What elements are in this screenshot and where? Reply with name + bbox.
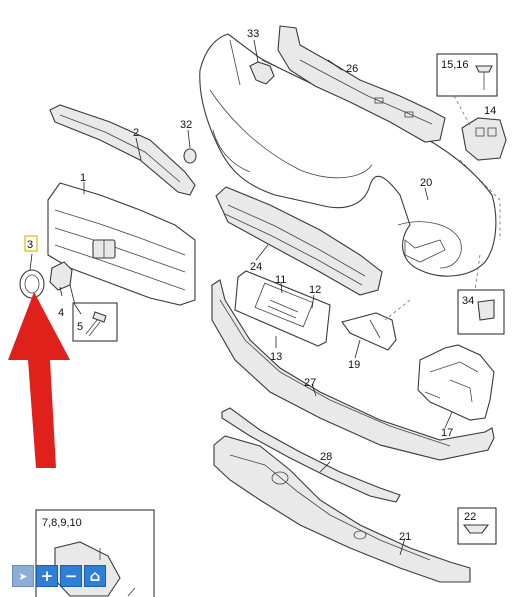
callout-5: 5 [77, 321, 83, 333]
emblem-clip-part [49, 261, 73, 291]
callout-13: 13 [270, 351, 282, 363]
emblem-part [19, 269, 45, 299]
cursor-icon: ➤ [18, 569, 28, 583]
callout-27: 27 [304, 377, 316, 389]
callout-21: 21 [399, 531, 411, 543]
zoom-in-button[interactable]: + [36, 565, 58, 587]
home-button[interactable]: ⌂ [84, 565, 106, 587]
front-grille-part [47, 182, 196, 306]
lower-trim-strip-part [221, 407, 401, 503]
callout-20: 20 [420, 177, 432, 189]
callout-3: 3 [27, 239, 33, 251]
zoom-out-button[interactable]: − [60, 565, 82, 587]
fastener-box [436, 53, 498, 97]
callout-34: 34 [462, 295, 474, 307]
upper-trim-strip-part [49, 104, 196, 196]
callout-3-highlight [24, 235, 38, 252]
lower-spoiler-part [211, 279, 495, 461]
plus-icon: + [40, 567, 54, 585]
lower-grille-part [215, 186, 383, 296]
callout-32: 32 [180, 119, 192, 131]
callout-33: 33 [247, 28, 259, 40]
clip-box [457, 507, 497, 545]
home-icon: ⌂ [89, 567, 101, 585]
minus-icon: − [64, 567, 78, 585]
viewer-toolbar: ➤ + − ⌂ [12, 565, 106, 587]
side-bracket-part [341, 312, 397, 351]
callout-11: 11 [275, 274, 286, 286]
callout-15-16: 15,16 [441, 59, 469, 71]
grommet-part [183, 148, 197, 164]
red-arrow [8, 292, 70, 468]
callout-26: 26 [346, 63, 358, 75]
mounting-bracket-part [417, 344, 495, 421]
callout-24: 24 [250, 261, 262, 273]
callout-17: 17 [441, 427, 453, 439]
skid-plate-part [213, 435, 471, 583]
callout-4: 4 [58, 307, 64, 319]
callout-2: 2 [133, 127, 139, 139]
callout-28: 28 [320, 451, 332, 463]
sensor-box [457, 289, 505, 335]
license-plate-holder-part [234, 270, 331, 347]
pointer-tool-button[interactable]: ➤ [12, 565, 34, 587]
callout-22: 22 [464, 511, 476, 523]
callout-14: 14 [484, 105, 496, 117]
callout-12: 12 [309, 284, 321, 296]
callout-1: 1 [80, 172, 86, 184]
sensor-bracket-part [461, 117, 507, 161]
upper-bracket-part [277, 25, 446, 143]
callout-7-8-9-10: 7,8,9,10 [42, 517, 82, 529]
screw-part [72, 302, 118, 342]
callout-19: 19 [348, 359, 360, 371]
